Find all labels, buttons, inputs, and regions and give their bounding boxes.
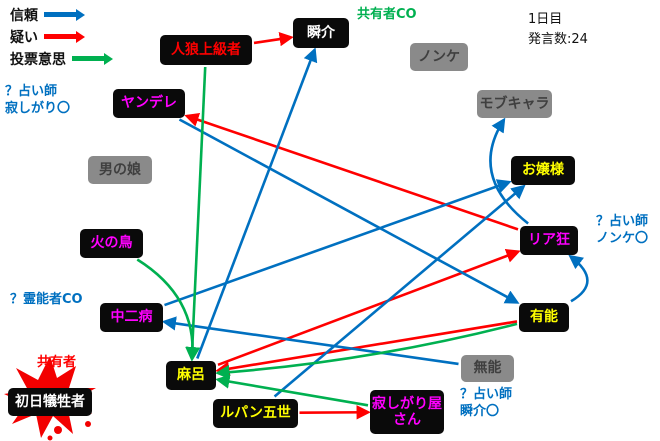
day-info: 1日目 発言数:24 bbox=[528, 10, 588, 49]
edge-suspicion-jinrou-to-shunsuke bbox=[253, 32, 294, 47]
legend: 信頼 疑い 投票意思 bbox=[10, 6, 113, 72]
edge-vote-hinotori-to-maro bbox=[136, 258, 201, 362]
player-node-rupan-gosei: ルパン五世 bbox=[213, 399, 298, 428]
edge-trust-riakyou-to-mobukyara bbox=[489, 117, 529, 225]
annotation-uranai-sabishigari: ？占い師 寂しがり〇 bbox=[5, 84, 71, 116]
suspicion-arrow-icon bbox=[44, 30, 85, 43]
player-node-shonichi-giseisha: 初日犠牲者 bbox=[8, 388, 92, 416]
annotation-kyouyuusha-co: 共有者CO bbox=[357, 7, 417, 22]
edge-suspicion-riakyou-to-yandere bbox=[184, 112, 519, 231]
annotation-kyouyuusha: 共有者 bbox=[37, 355, 77, 370]
player-node-ojousama: お嬢様 bbox=[511, 156, 575, 185]
annotation-reinousha-co: ？霊能者CO bbox=[10, 292, 83, 307]
legend-item-suspicion: 疑い bbox=[10, 28, 113, 46]
legend-label-vote: 投票意思 bbox=[10, 51, 66, 68]
legend-label-trust: 信頼 bbox=[10, 7, 38, 24]
legend-item-vote: 投票意思 bbox=[10, 50, 113, 68]
edge-trust-yuunou-to-riakyou bbox=[568, 254, 589, 303]
annotation-uranai-shunsuke: ？占い師 瞬介〇 bbox=[460, 387, 513, 419]
trust-arrow-icon bbox=[44, 8, 85, 21]
legend-item-trust: 信頼 bbox=[10, 6, 113, 24]
edge-suspicion-maro-to-riakyou bbox=[217, 249, 521, 367]
player-node-jinrou-joukyuusha: 人狼上級者 bbox=[160, 35, 252, 65]
edge-vote-sabishigari-to-maro bbox=[215, 374, 369, 407]
annotation-uranai-nonke: ？占い師 ノンケ〇 bbox=[596, 214, 649, 246]
edge-trust-rupan-to-ojousama bbox=[273, 184, 526, 398]
player-node-chuunibyou: 中二病 bbox=[100, 303, 163, 332]
edge-vote-jinrou-to-maro bbox=[185, 66, 207, 362]
edge-trust-yandere-to-yuunou bbox=[178, 118, 520, 304]
player-node-munou: 無能 bbox=[461, 355, 514, 382]
vote-arrow-icon bbox=[72, 52, 113, 65]
edge-suspicion-yuunou-to-maro bbox=[215, 320, 518, 376]
legend-label-suspicion: 疑い bbox=[10, 29, 38, 46]
edge-vote-yuunou-to-maro bbox=[215, 322, 518, 380]
player-node-sabishigariya-san: 寂しがり屋さん bbox=[370, 390, 444, 434]
player-node-riakyou: リア狂 bbox=[520, 226, 578, 255]
player-node-otokonoko: 男の娘 bbox=[88, 156, 152, 184]
player-node-yuunou: 有能 bbox=[519, 303, 569, 332]
day-label: 1日目 bbox=[528, 12, 563, 27]
player-node-yandere: ヤンデレ bbox=[113, 89, 185, 118]
player-node-shunsuke: 瞬介 bbox=[293, 18, 349, 48]
player-node-mobukyara: モブキャラ bbox=[477, 90, 552, 118]
player-node-nonke: ノンケ bbox=[410, 43, 468, 71]
statement-count: 発言数:24 bbox=[528, 31, 588, 47]
edge-trust-chuunibyou-to-ojousama bbox=[164, 179, 512, 307]
edge-trust-munou-to-chuunibyou bbox=[161, 316, 459, 366]
player-node-hinotori: 火の鳥 bbox=[80, 229, 143, 258]
edge-trust-maro-to-shunsuke bbox=[196, 47, 318, 359]
player-node-maro: 麻呂 bbox=[166, 361, 216, 390]
